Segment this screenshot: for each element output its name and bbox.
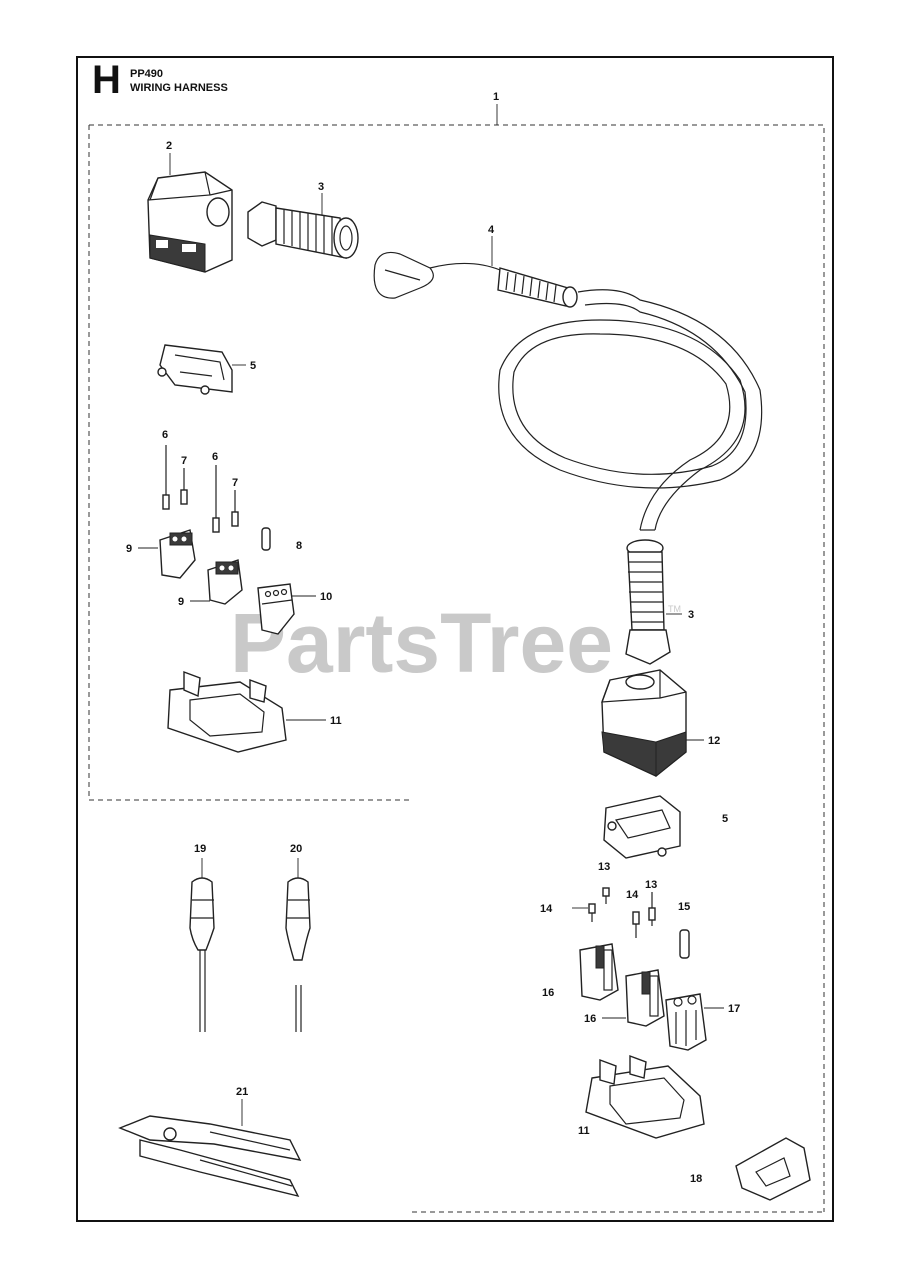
part-11-housing-base-bottom-image	[585, 1054, 705, 1139]
callout-14-right: 14	[626, 889, 639, 901]
callout-9-upper: 9	[126, 543, 132, 555]
callout-6-right: 6	[212, 451, 218, 463]
callout-7-left: 7	[181, 455, 187, 467]
callout-10: 10	[320, 591, 332, 603]
part-3-cable-gland-bottom-image	[625, 539, 671, 665]
callout-3-bottom: 3	[688, 609, 694, 621]
callout-13-right: 13	[645, 879, 657, 891]
callout-14-left: 14	[540, 903, 553, 915]
callout-18: 18	[690, 1173, 702, 1185]
callout-9-lower: 9	[178, 596, 184, 608]
part-11-housing-base-top-image	[167, 670, 287, 753]
callout-19: 19	[194, 843, 206, 855]
part-9-insert-lower-image	[207, 559, 243, 605]
diagram-frame	[76, 56, 834, 1222]
callout-8: 8	[296, 540, 302, 552]
model-code: PP490	[130, 68, 164, 80]
section-letter: H	[92, 58, 121, 102]
part-17-insert-image	[665, 993, 707, 1051]
callout-1: 1	[493, 91, 499, 103]
callout-21: 21	[236, 1086, 248, 1098]
part-4-cable-harness-image	[373, 251, 763, 531]
callout-7-right: 7	[232, 477, 238, 489]
part-5-insert-frame-top-image	[157, 344, 233, 395]
part-16-insert-upper-image	[579, 943, 619, 1001]
callout-17: 17	[728, 1003, 740, 1015]
callout-5-top: 5	[250, 360, 256, 372]
callout-4: 4	[488, 224, 495, 236]
callout-5-bottom: 5	[722, 813, 728, 825]
callout-13-left: 13	[598, 861, 610, 873]
page-title: WIRING HARNESS	[130, 82, 228, 94]
callout-labels: 1 2 3 4 5 6 7 6 7 8 9 9 10 11 3 12 5 13 …	[126, 91, 740, 1185]
callout-12: 12	[708, 735, 720, 747]
part-5-insert-frame-bottom-image	[603, 795, 681, 859]
callout-20: 20	[290, 843, 302, 855]
part-20-extraction-tool-image	[285, 877, 311, 1032]
callout-6-left: 6	[162, 429, 168, 441]
callout-2: 2	[166, 140, 172, 152]
watermark-trademark: TM	[668, 604, 681, 614]
callout-16-upper: 16	[542, 987, 554, 999]
part-6-7-contact-pins-image	[162, 445, 239, 533]
part-19-extraction-tool-image	[189, 877, 215, 1032]
callout-15: 15	[678, 901, 690, 913]
callout-11-bottom: 11	[578, 1125, 590, 1137]
part-12-hood-image	[601, 669, 687, 778]
part-13-14-15-contacts-image	[588, 887, 690, 959]
part-18-clip-image	[735, 1137, 811, 1201]
part-9-insert-upper-image	[159, 529, 196, 579]
part-16-insert-lower-image	[625, 969, 665, 1027]
part-8-sleeve-image	[261, 527, 271, 551]
assembly-boundary	[88, 104, 825, 1213]
callout-16-lower: 16	[584, 1013, 596, 1025]
part-21-crimping-pliers-image	[118, 1115, 302, 1198]
part-3-cable-gland-top-image	[247, 201, 359, 259]
part-10-insert-image	[257, 583, 295, 635]
part-2-hood-image	[147, 171, 233, 273]
callout-3-top: 3	[318, 181, 324, 193]
callout-11-top: 11	[330, 715, 342, 727]
